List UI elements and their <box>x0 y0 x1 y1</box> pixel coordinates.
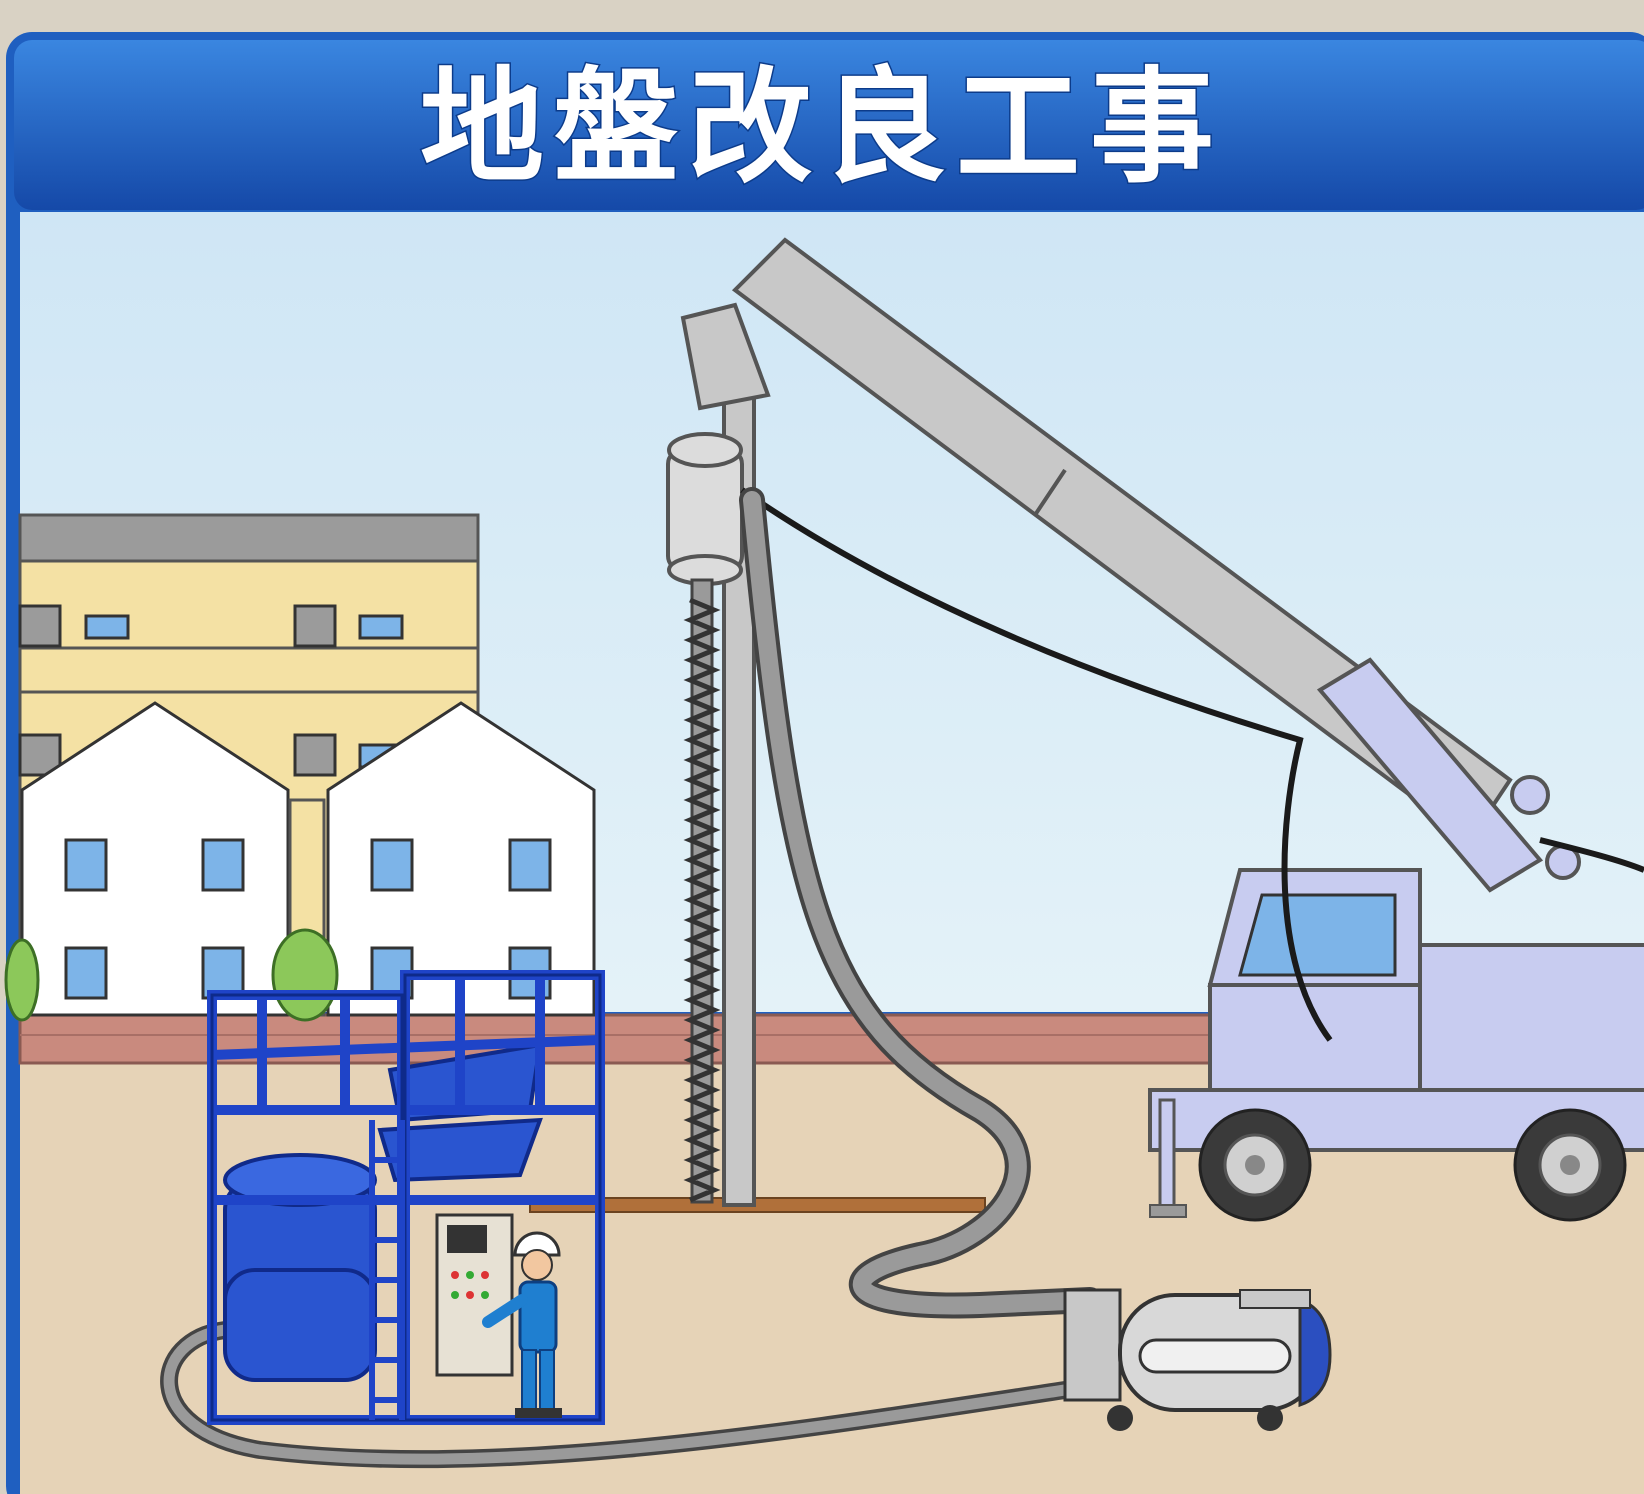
hydraulic-cable <box>740 487 1333 1042</box>
grout-pump-icon <box>1063 1288 1332 1431</box>
title-banner: 地盤改良工事 <box>14 40 1644 210</box>
mixing-plant-icon <box>207 970 605 1425</box>
shrub <box>271 928 339 1022</box>
worker-icon <box>482 1231 562 1418</box>
shrub <box>4 938 40 1022</box>
crane-truck-icon <box>731 237 1644 1222</box>
hydraulic-cable <box>1539 837 1644 873</box>
house-icon <box>20 701 290 1017</box>
page-title: 地盤改良工事 <box>420 56 1224 200</box>
auger-drill-icon <box>666 302 771 1207</box>
